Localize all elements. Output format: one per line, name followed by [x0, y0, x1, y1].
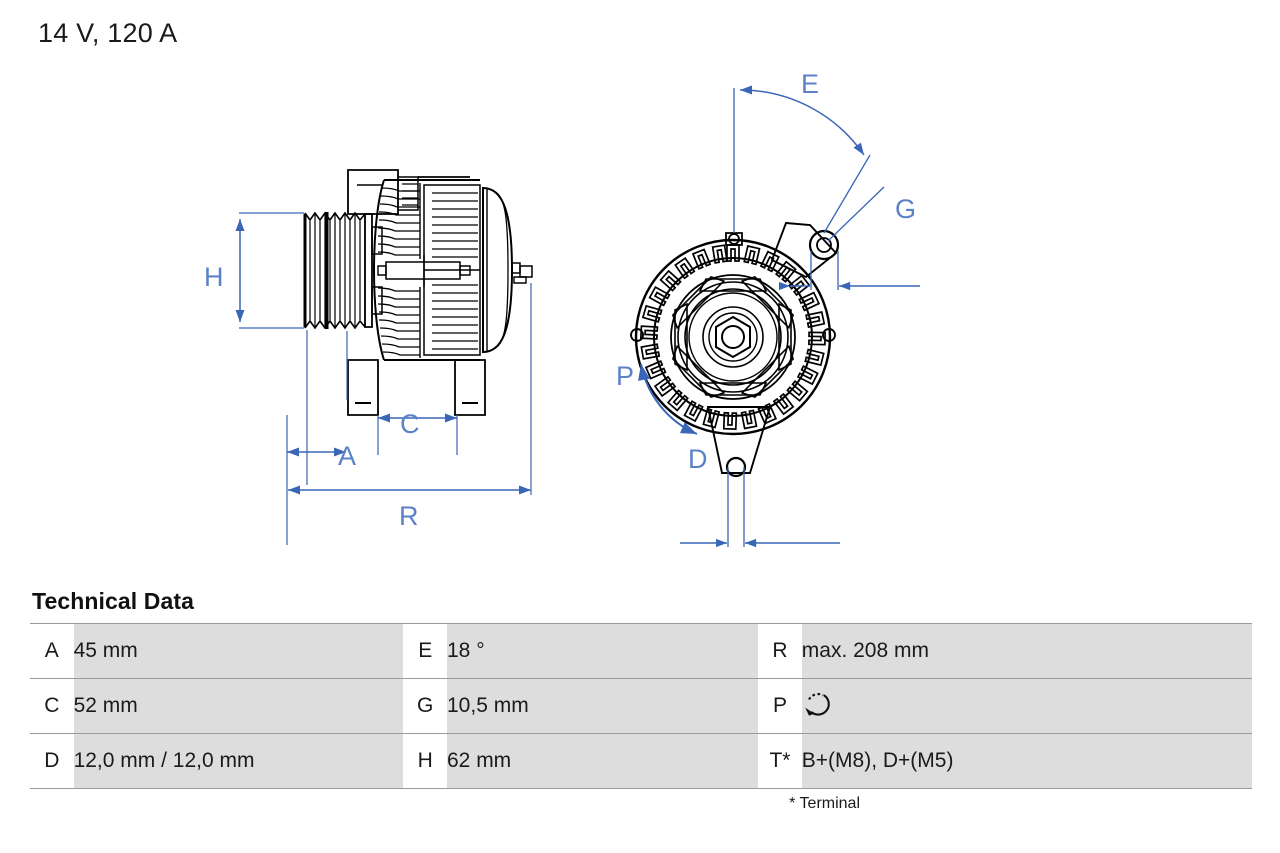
dimension-label-E: E: [801, 69, 819, 99]
spec-value-h: 62 mm: [447, 733, 759, 789]
spec-value-d: 12,0 mm / 12,0 mm: [73, 733, 404, 789]
alternator-housing: [347, 169, 533, 416]
spec-key-d: D: [30, 733, 74, 789]
spec-value-t: B+(M8), D+(M5): [801, 733, 1252, 789]
side-view-dimension-labels: H A C R: [204, 262, 420, 531]
spec-value-p: [801, 678, 1252, 734]
front-view-dimensions: [638, 85, 920, 548]
technical-data-table: A 45 mm E 18 ° R max. 208 mm C 52 mm G 1…: [30, 623, 1252, 789]
spec-key-r: R: [758, 623, 802, 679]
technical-data-heading: Technical Data: [32, 588, 195, 614]
rotation-direction-icon: [802, 691, 836, 721]
table-footnote: * Terminal: [789, 795, 860, 812]
spec-key-g: G: [403, 678, 447, 734]
spec-key-c: C: [30, 678, 74, 734]
front-housing-neck: [371, 226, 383, 315]
table-row: A 45 mm E 18 ° R max. 208 mm: [30, 623, 1252, 679]
technical-data-section: Technical Data A 45 mm E 18 ° R max. 208…: [30, 588, 1252, 813]
dimension-label-H: H: [204, 262, 224, 292]
technical-drawing: H A C R: [0, 55, 1280, 575]
spec-key-a: A: [30, 623, 74, 679]
dimension-label-G: G: [895, 194, 916, 224]
spec-key-p: P: [758, 678, 802, 734]
table-row: C 52 mm G 10,5 mm P: [30, 678, 1252, 734]
side-view-dimensions: [235, 212, 532, 545]
dimension-label-P: P: [616, 361, 634, 391]
spec-key-e: E: [403, 623, 447, 679]
alternator-front-view: [630, 221, 840, 478]
spec-value-r: max. 208 mm: [801, 623, 1252, 679]
dimension-label-D: D: [688, 444, 708, 474]
spec-value-g: 10,5 mm: [447, 678, 759, 734]
page-title: 14 V, 120 A: [38, 18, 178, 48]
vent-slots-inner: [671, 275, 795, 399]
spec-key-t: T*: [758, 733, 802, 789]
pulley: [303, 211, 373, 330]
spec-value-e: 18 °: [447, 623, 759, 679]
alternator-side-view: [303, 169, 533, 416]
table-row: D 12,0 mm / 12,0 mm H 62 mm T* B+(M8), D…: [30, 733, 1252, 789]
spec-value-a: 45 mm: [73, 623, 404, 679]
vent-slots-outer: [639, 244, 826, 431]
dimension-label-A: A: [338, 441, 356, 471]
dimension-label-R: R: [399, 501, 419, 531]
spec-value-c: 52 mm: [73, 678, 404, 734]
dimension-label-C: C: [400, 409, 420, 439]
spec-key-h: H: [403, 733, 447, 789]
front-view-dimension-labels: E G P D: [616, 69, 916, 474]
